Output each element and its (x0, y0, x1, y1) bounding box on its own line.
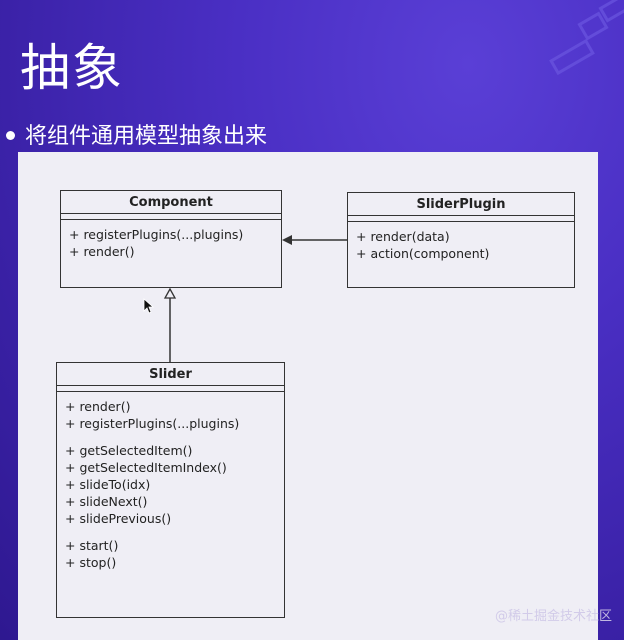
method-group: + render(data) + action(component) (356, 228, 566, 262)
method: + render(data) (356, 229, 450, 244)
bullet-dot (6, 130, 15, 140)
method-group: + registerPlugins(...plugins) + render() (69, 226, 273, 260)
method: + registerPlugins(...plugins) (69, 227, 244, 242)
method: + slideNext() (65, 494, 148, 509)
bullet-point: 将组件通用模型抽象出来 (6, 118, 267, 150)
class-name: SliderPlugin (348, 193, 574, 216)
method: + action(component) (356, 246, 490, 261)
method: + stop() (65, 555, 117, 570)
method-group: + render() + registerPlugins(...plugins) (65, 398, 276, 432)
class-methods: + render() + registerPlugins(...plugins)… (57, 392, 284, 577)
method: + registerPlugins(...plugins) (65, 416, 240, 431)
class-attributes (348, 216, 574, 222)
method: + render() (65, 399, 131, 414)
association-arrowhead (282, 235, 292, 245)
method: + getSelectedItem() (65, 443, 193, 458)
uml-diagram: Component + registerPlugins(...plugins) … (18, 152, 598, 640)
class-slider-plugin: SliderPlugin + render(data) + action(com… (347, 192, 575, 288)
method: + slideTo(idx) (65, 477, 151, 492)
method: + slidePrevious() (65, 511, 172, 526)
class-attributes (57, 386, 284, 392)
mouse-cursor-icon (143, 298, 155, 314)
class-component: Component + registerPlugins(...plugins) … (60, 190, 282, 288)
method-group: + start() + stop() (65, 537, 276, 571)
class-name: Slider (57, 363, 284, 386)
slide-title: 抽象 (20, 39, 124, 97)
diagram-connectors (163, 235, 347, 362)
method: + render() (69, 244, 135, 259)
class-name: Component (61, 191, 281, 214)
method-group: + getSelectedItem() + getSelectedItemInd… (65, 442, 276, 527)
class-slider: Slider + render() + registerPlugins(...p… (56, 362, 285, 618)
method: + start() (65, 538, 119, 553)
class-attributes (61, 214, 281, 220)
class-methods: + render(data) + action(component) (348, 222, 574, 268)
watermark: @稀土掘金技术社区 (494, 609, 612, 624)
bullet-text: 将组件通用模型抽象出来 (25, 124, 268, 149)
inheritance-arrowhead (163, 287, 177, 299)
class-methods: + registerPlugins(...plugins) + render() (61, 220, 281, 266)
satellite-icon (549, 0, 624, 76)
method: + getSelectedItemIndex() (65, 460, 227, 475)
